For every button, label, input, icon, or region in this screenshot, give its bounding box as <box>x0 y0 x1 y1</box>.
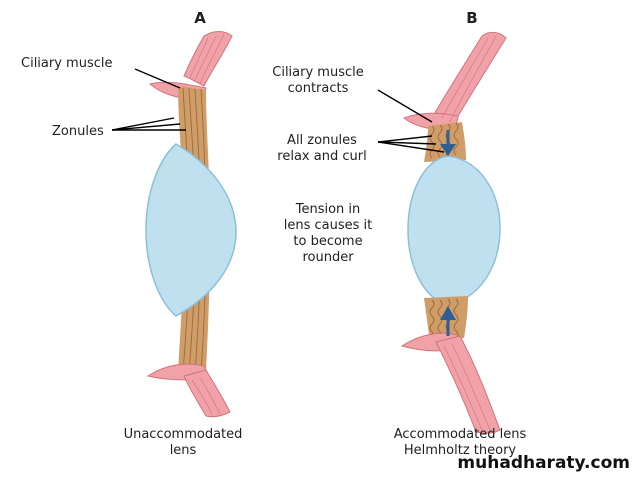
watermark: muhadharaty.com <box>457 453 630 473</box>
arrow-up-icon <box>440 306 456 336</box>
panel-a-graphic <box>145 31 237 418</box>
label-tension-line2: lens causes it <box>283 218 373 233</box>
label-ciliary-contracts-line2: contracts <box>287 81 349 96</box>
ciliary-body-a-bottom <box>183 369 231 418</box>
lens-b <box>407 155 501 305</box>
label-tension-line1: Tension in <box>295 202 361 217</box>
arrow-down-icon <box>440 130 456 156</box>
ciliary-body-a-top <box>183 31 233 87</box>
label-ciliary-muscle: Ciliary muscle <box>21 56 113 71</box>
leader-lines <box>111 68 445 153</box>
ciliary-body-b-bottom <box>435 335 501 434</box>
label-zonules-relax-line2: relax and curl <box>277 149 367 164</box>
label-zonules: Zonules <box>52 124 104 139</box>
panel-b-graphic <box>400 31 507 434</box>
panel-b-heading: B <box>466 9 478 27</box>
caption-a-line2: lens <box>169 443 197 458</box>
panel-a-heading: A <box>194 9 206 27</box>
lens-a <box>145 143 237 317</box>
label-tension-line3: to become <box>293 234 363 249</box>
label-ciliary-contracts-line1: Ciliary muscle <box>272 65 364 80</box>
label-tension-line4: rounder <box>302 250 354 265</box>
caption-b-line2: Helmholtz theory <box>403 443 517 458</box>
caption-b-line1: Accommodated lens <box>393 427 527 442</box>
ciliary-body-b-top <box>431 31 507 127</box>
caption-a-line1: Unaccommodated <box>123 427 243 442</box>
label-zonules-relax-line1: All zonules <box>287 133 357 148</box>
